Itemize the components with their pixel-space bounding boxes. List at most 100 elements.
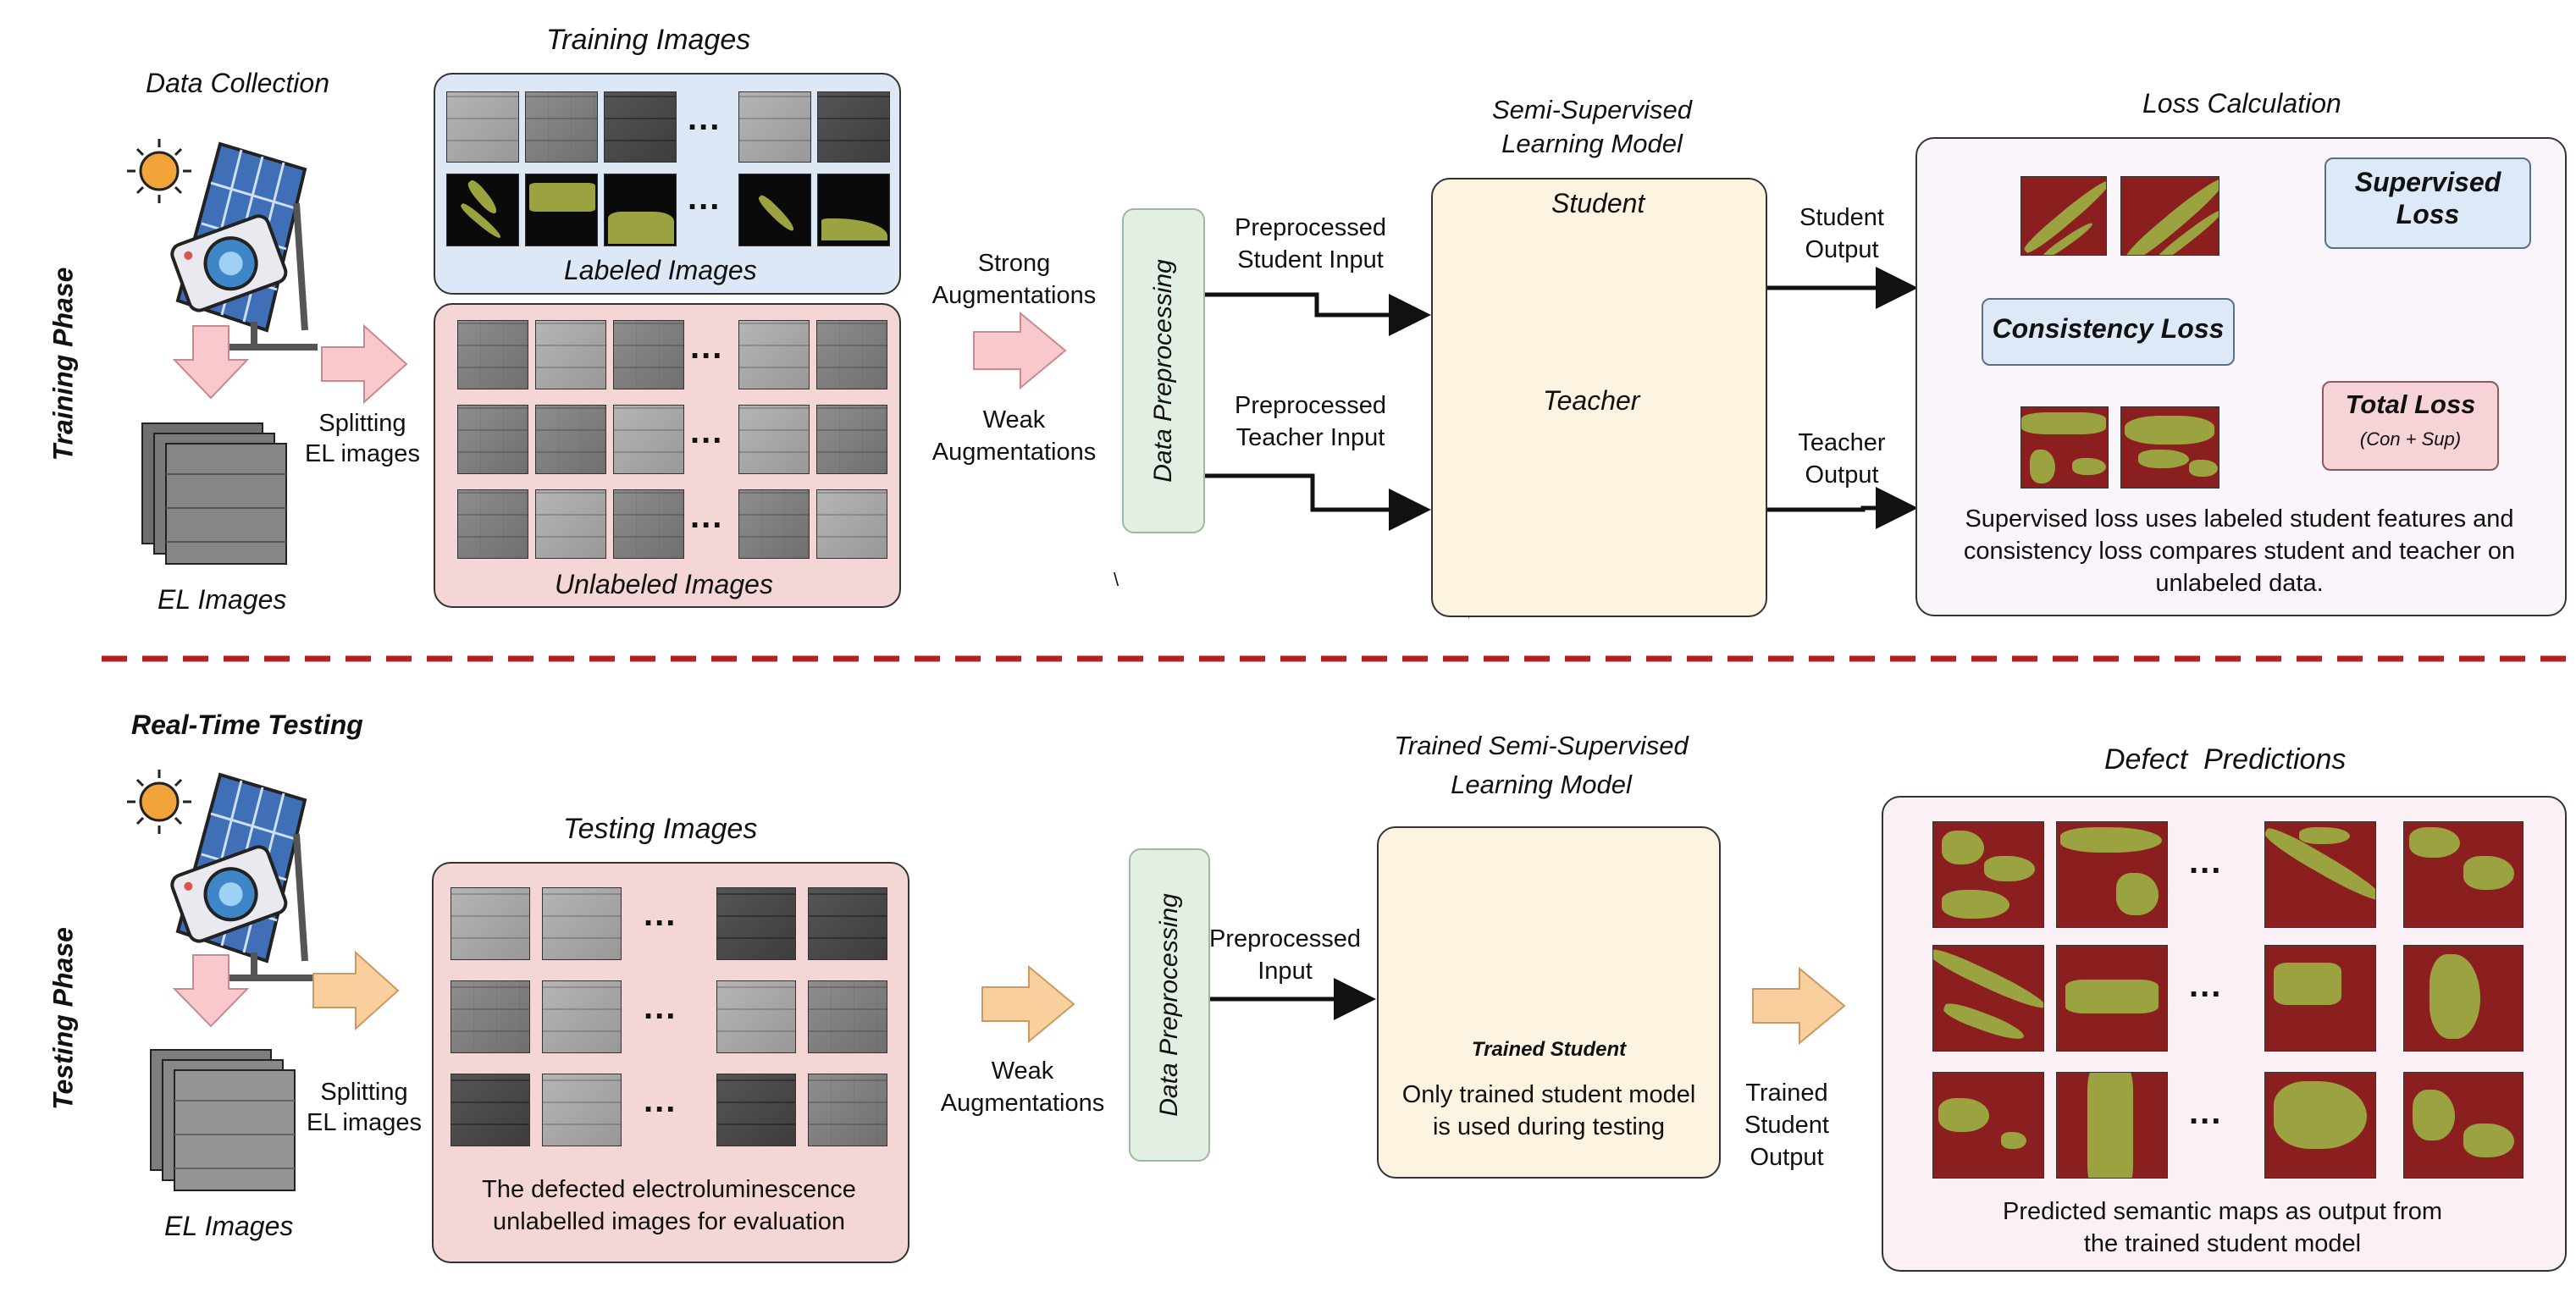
testing-thumbnail xyxy=(808,1074,887,1146)
training-images-title: Training Images xyxy=(546,24,751,56)
defect-prediction-map xyxy=(2056,945,2168,1052)
loss-description: Supervised loss uses labeled student fea… xyxy=(1963,505,2516,597)
teacher-label: Teacher xyxy=(1543,385,1640,416)
training-thumbnail xyxy=(457,320,528,389)
right-arrow-icon xyxy=(981,964,1075,1044)
ellipsis: ... xyxy=(690,413,724,450)
student-prediction-map xyxy=(2120,176,2219,256)
training-thumbnail xyxy=(457,489,528,559)
consistency-loss-label: Consistency Loss xyxy=(1992,313,2225,344)
training-thumbnail xyxy=(816,489,887,559)
semi-supervised-model-box xyxy=(1431,178,1767,617)
training-thumbnail xyxy=(738,405,810,474)
real-time-testing-label: Real-Time Testing xyxy=(131,709,363,740)
right-arrow-icon xyxy=(973,311,1067,390)
training-thumbnail xyxy=(613,320,684,389)
testing-thumbnail xyxy=(542,1074,622,1146)
training-thumbnail xyxy=(535,320,606,389)
trained-model-box xyxy=(1377,826,1721,1179)
ellipsis: ... xyxy=(2189,967,2223,1004)
testing-thumbnail xyxy=(808,980,887,1053)
ellipsis: ... xyxy=(688,100,721,137)
testing-thumbnail xyxy=(451,1074,530,1146)
ellipsis: ... xyxy=(2189,1094,2223,1131)
sun-icon xyxy=(139,781,180,822)
teacher-prediction-map xyxy=(2120,406,2219,489)
training-thumbnail xyxy=(738,489,810,559)
testing-phase-label: Testing Phase xyxy=(47,927,79,1110)
training-thumbnail xyxy=(525,91,598,163)
defect-prediction-map xyxy=(2264,945,2376,1052)
training-thumbnail xyxy=(817,91,890,163)
ellipsis: ... xyxy=(690,498,724,535)
defect-prediction-map xyxy=(2056,1072,2168,1179)
testing-thumbnail xyxy=(451,980,530,1053)
defect-prediction-map xyxy=(1932,1072,2044,1179)
ellipsis: ... xyxy=(688,179,721,217)
right-arrow-icon xyxy=(1752,966,1846,1046)
training-phase-label: Training Phase xyxy=(47,267,79,461)
el-images-label: EL Images xyxy=(164,1211,294,1241)
training-thumbnail xyxy=(613,405,684,474)
ellipsis: ... xyxy=(690,329,724,366)
data-collection-label: Data Collection xyxy=(146,68,329,98)
supervised-loss-node xyxy=(2324,157,2531,249)
camera-icon xyxy=(170,845,288,943)
camera-icon xyxy=(170,214,288,312)
el-image-stack xyxy=(141,422,287,565)
labeled-images-label: Labeled Images xyxy=(564,255,757,285)
defect-predictions-title: Defect Predictions xyxy=(2104,743,2347,776)
training-thumbnail xyxy=(816,320,887,389)
training-thumbnail xyxy=(535,405,606,474)
consistency-loss-node xyxy=(1982,298,2235,366)
sun-icon xyxy=(139,151,180,191)
defect-prediction-map xyxy=(1932,945,2044,1052)
right-arrow-icon xyxy=(321,323,408,405)
trained-student-label: Trained Student xyxy=(1471,1038,1627,1061)
defect-prediction-map xyxy=(2403,945,2523,1052)
el-image-stack xyxy=(150,1049,296,1191)
defect-prediction-map xyxy=(2056,821,2168,928)
testing-thumbnail xyxy=(808,887,887,960)
testing-thumbnail xyxy=(542,980,622,1053)
right-arrow-icon xyxy=(312,950,400,1031)
training-thumbnail xyxy=(457,405,528,474)
unlabeled-images-label: Unlabeled Images xyxy=(555,569,773,599)
training-thumbnail xyxy=(613,489,684,559)
total-loss-node xyxy=(2322,381,2499,471)
testing-images-title: Testing Images xyxy=(563,813,758,845)
label-mask xyxy=(604,174,677,246)
training-thumbnail xyxy=(738,91,811,163)
testing-thumbnail xyxy=(451,887,530,960)
label-mask xyxy=(525,174,598,246)
loss-calculation-title: Loss Calculation xyxy=(2142,88,2341,119)
label-mask xyxy=(446,174,519,246)
student-label: Student xyxy=(1551,188,1645,218)
training-thumbnail xyxy=(446,91,519,163)
training-thumbnail xyxy=(604,91,677,163)
total-loss-label: Total Loss xyxy=(2345,389,2476,419)
data-preprocessing-block: Data Preprocessing xyxy=(1129,848,1210,1162)
training-thumbnail xyxy=(738,320,810,389)
training-thumbnail xyxy=(535,489,606,559)
solar-panel-icon xyxy=(127,139,318,351)
el-images-label: EL Images xyxy=(158,584,287,615)
down-arrow-icon xyxy=(172,954,250,1028)
ellipsis: ... xyxy=(644,896,677,933)
label-mask xyxy=(738,174,811,246)
ellipsis: ... xyxy=(2189,843,2223,881)
